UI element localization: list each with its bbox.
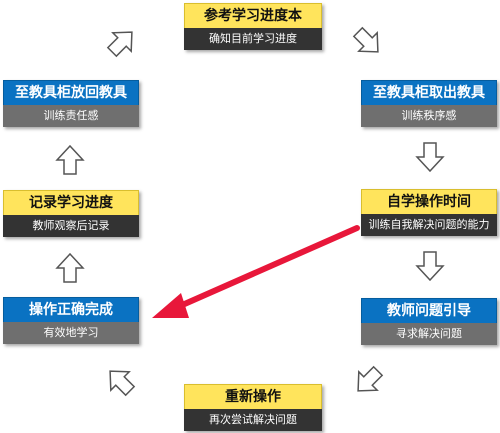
step-title: 参考学习进度本 [184,3,322,28]
flow-arrow-icon [56,145,84,175]
flow-arrow-icon [102,22,142,62]
step-title: 至教具柜取出教具 [361,80,497,105]
step-retry: 重新操作 再次尝试解决问题 [184,384,322,431]
step-title: 教师问题引导 [361,298,497,323]
step-take-materials: 至教具柜取出教具 训练秩序感 [361,80,497,127]
step-title: 重新操作 [184,384,322,409]
flow-arrow-icon [416,142,444,172]
step-title: 记录学习进度 [3,190,139,215]
step-subtitle: 教师观察后记录 [3,215,139,237]
step-subtitle: 有效地学习 [3,322,139,344]
flow-arrow-icon [56,253,84,283]
step-return-materials: 至教具柜放回教具 训练责任感 [3,80,139,127]
step-subtitle: 确知目前学习进度 [184,28,322,50]
flow-arrow-icon [348,361,388,401]
shortcut-arrow-line [177,225,360,309]
flow-arrow-icon [100,361,140,401]
step-title: 操作正确完成 [3,297,139,322]
step-subtitle: 训练自我解决问题的能力 [361,214,497,236]
step-subtitle: 再次尝试解决问题 [184,409,322,431]
step-completed-correctly: 操作正确完成 有效地学习 [3,297,139,344]
step-title: 至教具柜放回教具 [3,80,139,105]
flow-arrow-icon [416,251,444,281]
step-teacher-guidance: 教师问题引导 寻求解决问题 [361,298,497,345]
step-reference-progress-book: 参考学习进度本 确知目前学习进度 [184,3,322,50]
step-record-progress: 记录学习进度 教师观察后记录 [3,190,139,237]
step-title: 自学操作时间 [361,189,497,214]
flow-arrow-icon [348,22,388,62]
step-subtitle: 训练秩序感 [361,105,497,127]
step-subtitle: 训练责任感 [3,105,139,127]
step-self-study: 自学操作时间 训练自我解决问题的能力 [361,189,497,236]
step-subtitle: 寻求解决问题 [361,323,497,345]
shortcut-arrow-head [152,293,189,318]
